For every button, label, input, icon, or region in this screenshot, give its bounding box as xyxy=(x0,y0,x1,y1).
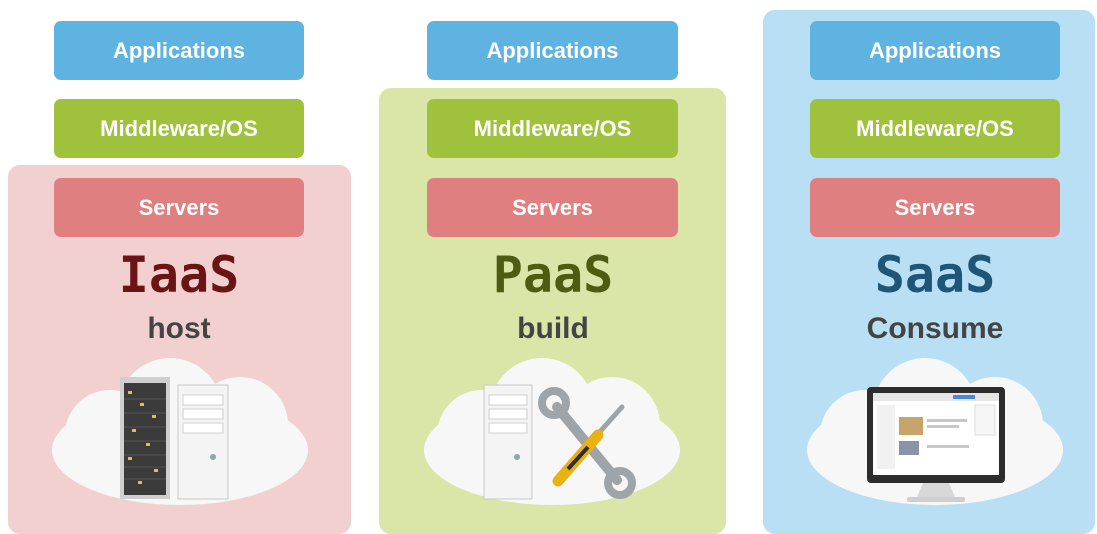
iaas-servers-layer: Servers xyxy=(54,178,304,237)
iaas-title: IaaS xyxy=(118,246,240,304)
saas-subtitle: Consume xyxy=(866,312,1004,345)
paas-middleware-layer: Middleware/OS xyxy=(427,99,678,158)
iaas-subtitle: host xyxy=(147,312,211,345)
saas-illustration xyxy=(807,358,1063,505)
iaas-middleware-layer: Middleware/OS xyxy=(54,99,304,158)
monitor-app-icon xyxy=(867,387,1005,502)
saas-middleware-layer: Middleware/OS xyxy=(810,99,1060,158)
wrench-screwdriver-icon xyxy=(538,387,636,499)
saas-title: SaaS xyxy=(874,246,996,304)
saas-servers-layer: Servers xyxy=(810,178,1060,237)
tower-server-icon xyxy=(177,384,229,500)
iaas-applications-layer: Applications xyxy=(54,21,304,80)
paas-title: PaaS xyxy=(492,246,614,304)
iaas-illustration xyxy=(52,358,308,505)
cloud-icon xyxy=(424,358,680,505)
paas-subtitle: build xyxy=(517,312,589,345)
paas-applications-layer: Applications xyxy=(427,21,678,80)
saas-applications-layer: Applications xyxy=(810,21,1060,80)
paas-illustration xyxy=(424,358,680,505)
server-rack-icon xyxy=(120,377,170,499)
tower-server-icon xyxy=(483,384,533,500)
paas-servers-layer: Servers xyxy=(427,178,678,237)
